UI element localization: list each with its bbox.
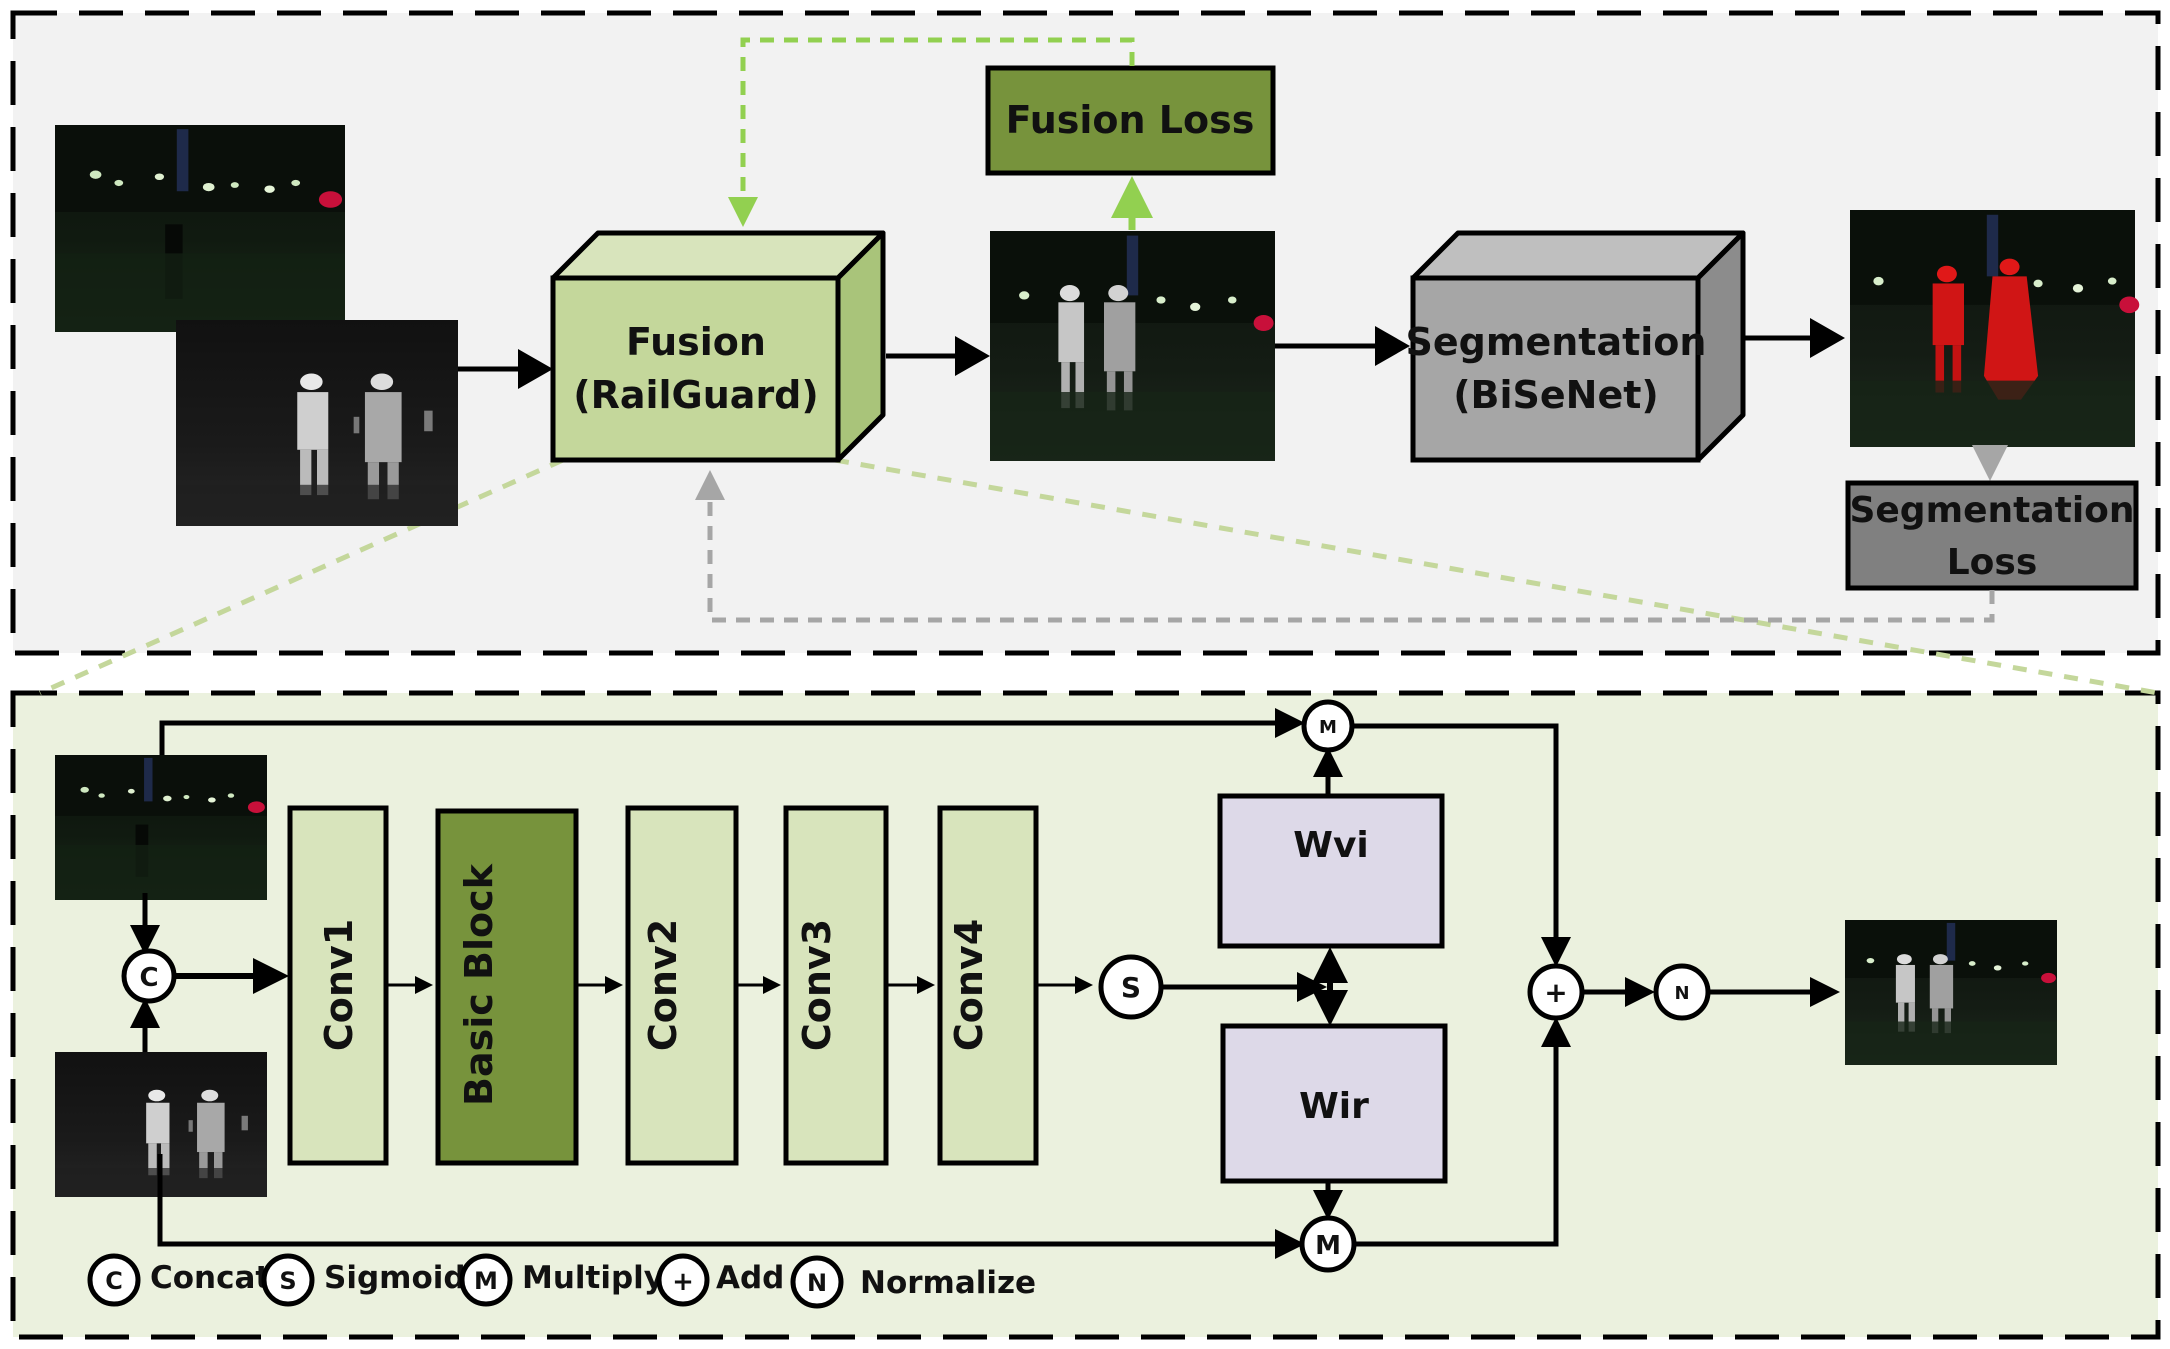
svg-text:C: C: [139, 963, 158, 993]
svg-text:+: +: [1544, 976, 1567, 1009]
add-op: +: [1527, 963, 1585, 1021]
conv1-block[interactable]: Conv1: [287, 805, 389, 1166]
basic-block[interactable]: Basic Block: [435, 808, 579, 1166]
legend-multiply: M Multiply: [459, 1253, 664, 1307]
segmentation-result-image: [1850, 210, 2140, 447]
fusion-loss-feedback-arrow: [728, 37, 1135, 227]
svg-text:Sigmoid: Sigmoid: [324, 1260, 466, 1296]
legend: C Concat S Sigmoid M Multiply + Add N No…: [87, 1253, 1036, 1309]
svg-text:S: S: [1121, 971, 1141, 1004]
fusion-title: Fusion: [626, 320, 766, 364]
mul-bottom-to-add-arrow: [1354, 1017, 1571, 1247]
wir-box[interactable]: Wir: [1220, 1023, 1448, 1184]
segmentation-loss-line2: Loss: [1947, 542, 2038, 583]
conv2-block[interactable]: Conv2: [625, 805, 739, 1166]
conv3-label: Conv3: [795, 919, 839, 1051]
fused-output-image: [1845, 920, 2057, 1065]
svg-text:Normalize: Normalize: [860, 1265, 1036, 1301]
wvi-label: Wvi: [1293, 825, 1369, 866]
svg-text:Add: Add: [716, 1260, 784, 1296]
wir-label: Wir: [1299, 1086, 1369, 1127]
segmentation-subtitle: (BiSeNet): [1453, 373, 1659, 417]
legend-normalize: N Normalize: [790, 1255, 1036, 1309]
mul-top-to-add-arrow: [1352, 723, 1571, 967]
fused-image-top: [990, 231, 1275, 461]
fusion-subtitle: (RailGuard): [573, 373, 819, 417]
svg-text:Concat: Concat: [150, 1260, 270, 1296]
svg-text:+: +: [672, 1267, 694, 1297]
conv1-label: Conv1: [317, 919, 361, 1051]
basic-block-label: Basic Block: [457, 863, 501, 1106]
svg-text:M: M: [1315, 1231, 1341, 1261]
multiply-op-top: M: [1301, 699, 1355, 753]
segmentation-title: Segmentation: [1406, 320, 1707, 364]
normalize-op: N: [1653, 963, 1711, 1021]
zoom-line-right: [834, 457, 2159, 696]
fusion-loss-box[interactable]: Fusion Loss: [985, 65, 1276, 176]
conv2-label: Conv2: [641, 919, 685, 1051]
wvi-box[interactable]: Wvi: [1217, 793, 1445, 949]
zoom-line-left: [38, 457, 565, 696]
legend-sigmoid: S Sigmoid: [261, 1253, 466, 1307]
fusion-loss-label: Fusion Loss: [1006, 98, 1255, 142]
conv4-label: Conv4: [947, 919, 991, 1051]
segmentation-loss-box[interactable]: Segmentation Loss: [1845, 480, 2139, 591]
segmentation-loss-line1: Segmentation: [1849, 490, 2134, 531]
legend-concat: C Concat: [87, 1253, 270, 1307]
fusion-railguard-box[interactable]: Fusion (RailGuard): [550, 230, 886, 463]
legend-add: + Add: [656, 1253, 784, 1307]
conv4-block[interactable]: Conv4: [937, 805, 1039, 1166]
visible-input-image: [55, 125, 345, 332]
svg-text:Multiply: Multiply: [522, 1260, 664, 1296]
svg-text:N: N: [807, 1269, 827, 1297]
concat-op: C: [121, 948, 177, 1004]
sigmoid-op: S: [1098, 954, 1164, 1020]
segmentation-bisenet-box[interactable]: Segmentation (BiSeNet): [1406, 230, 1746, 463]
svg-text:M: M: [474, 1267, 498, 1295]
svg-text:C: C: [105, 1267, 123, 1295]
ir-skip-line: [157, 1154, 1305, 1259]
conv3-block[interactable]: Conv3: [783, 805, 889, 1166]
infrared-input-image: [176, 320, 458, 526]
svg-text:S: S: [279, 1267, 296, 1295]
visible-input-image-detail: [55, 755, 267, 900]
vis-skip-line: [159, 708, 1305, 755]
multiply-op-bottom: M: [1299, 1215, 1357, 1273]
svg-text:M: M: [1319, 717, 1337, 738]
svg-text:N: N: [1674, 983, 1689, 1004]
